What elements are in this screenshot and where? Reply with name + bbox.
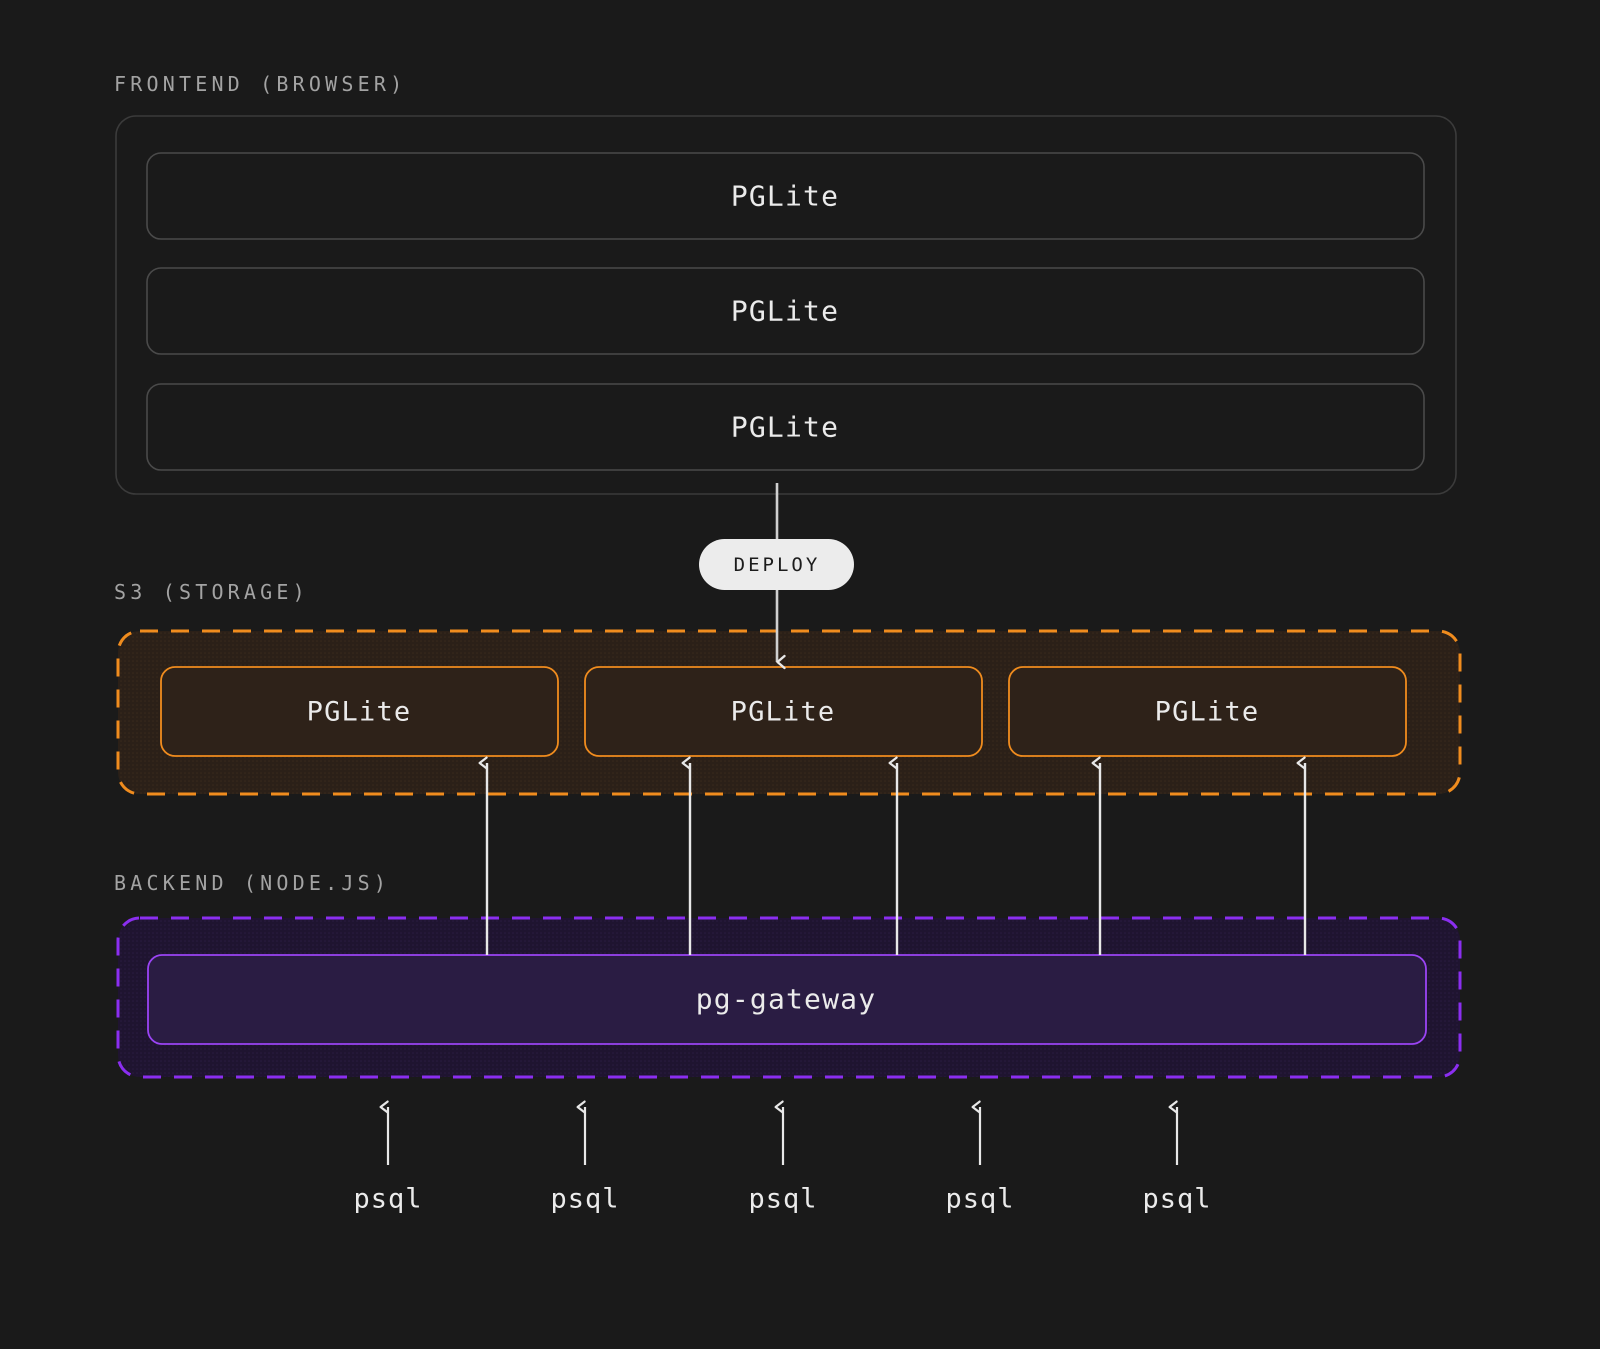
section-label-s3: S3 (STORAGE) bbox=[114, 580, 309, 604]
pg-gateway-node[interactable] bbox=[147, 954, 1427, 1045]
s3-container bbox=[116, 629, 1462, 796]
psql-to-gateway-arrows bbox=[379, 1100, 1179, 1165]
psql-client-4: psql bbox=[945, 1183, 1015, 1215]
s3-node-3[interactable] bbox=[1008, 666, 1407, 757]
frontend-node-2[interactable] bbox=[146, 267, 1425, 355]
frontend-node-3[interactable] bbox=[146, 383, 1425, 471]
s3-node-2[interactable] bbox=[584, 666, 983, 757]
gateway-to-s3-arrows bbox=[478, 756, 1307, 955]
deploy-pill[interactable] bbox=[699, 539, 854, 590]
frontend-container bbox=[115, 115, 1457, 495]
psql-client-5: psql bbox=[1142, 1183, 1212, 1215]
frontend-node-1[interactable] bbox=[146, 152, 1425, 240]
section-label-frontend: FRONTEND (BROWSER) bbox=[114, 72, 407, 96]
psql-client-1: psql bbox=[353, 1183, 423, 1215]
psql-client-3: psql bbox=[748, 1183, 818, 1215]
backend-container bbox=[116, 916, 1462, 1079]
s3-node-1[interactable] bbox=[160, 666, 559, 757]
psql-client-2: psql bbox=[550, 1183, 620, 1215]
section-label-backend: BACKEND (NODE.JS) bbox=[114, 871, 391, 895]
